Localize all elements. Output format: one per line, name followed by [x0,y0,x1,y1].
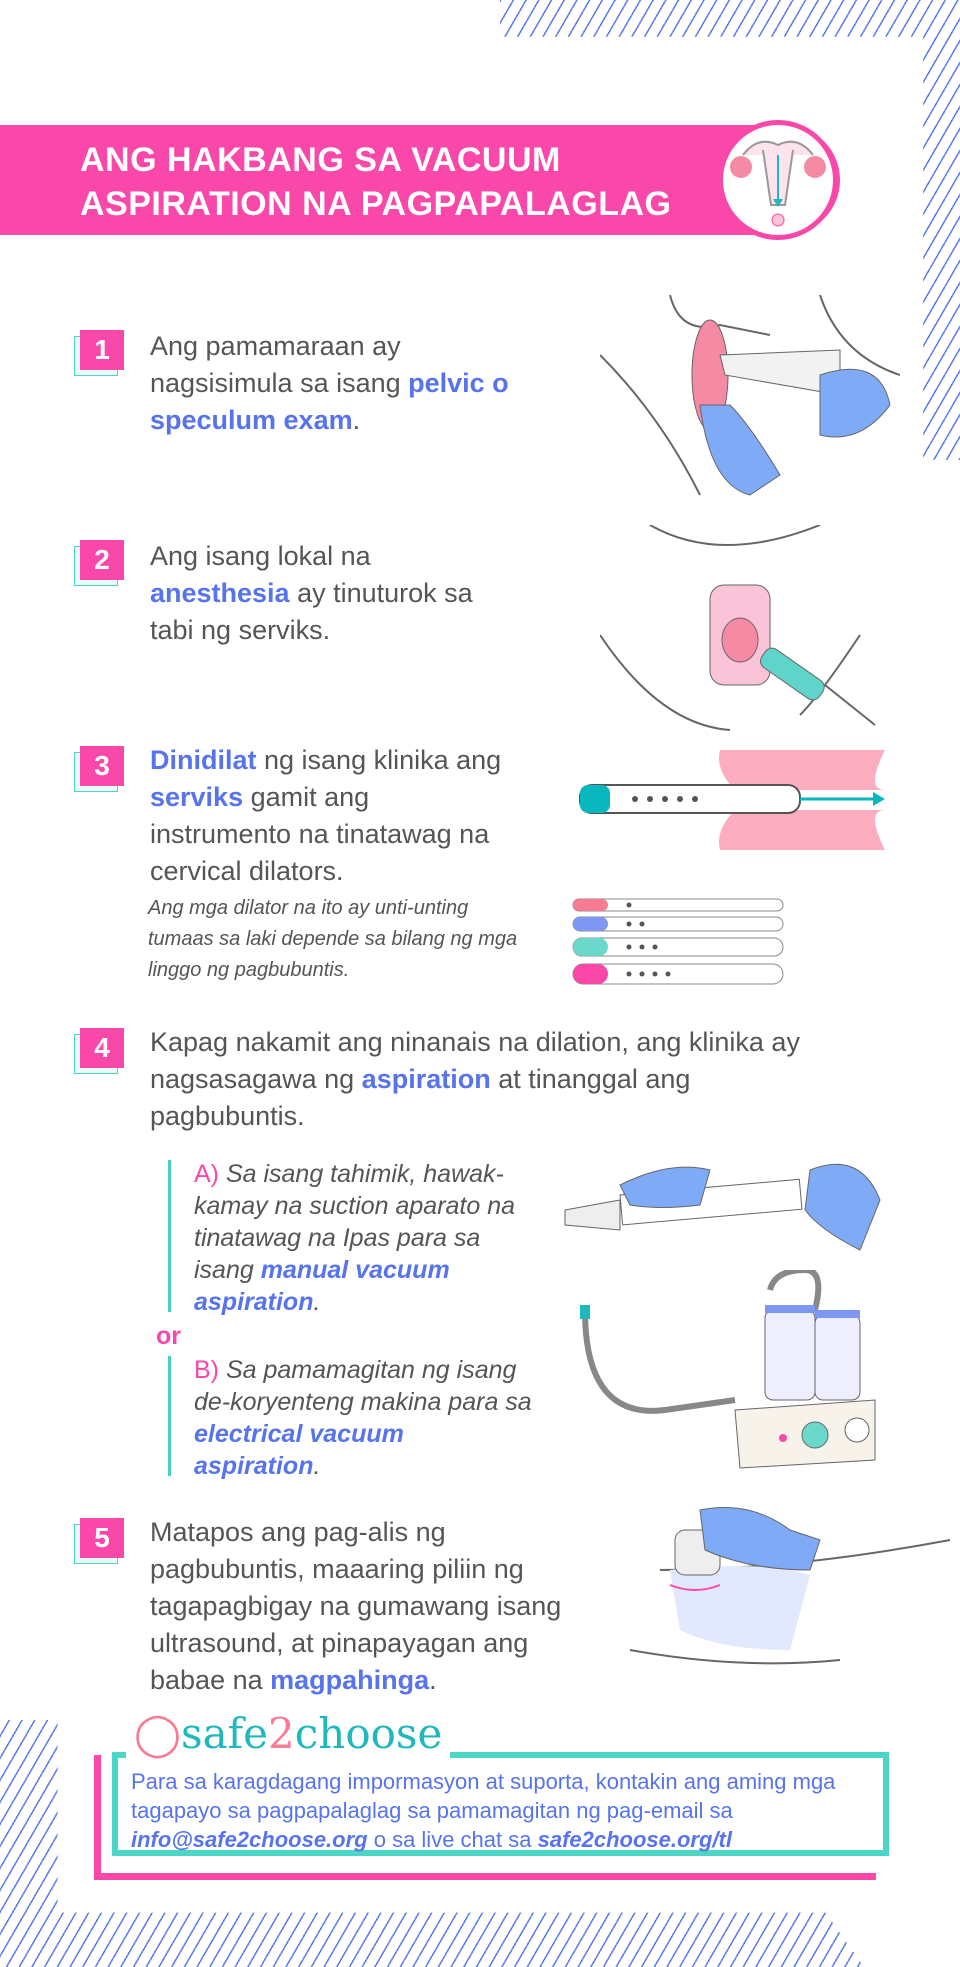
title-banner [0,125,840,235]
step-number-badge: 3 [80,746,124,786]
option-a-text: A) Sa isang tahimik, hawak-kamay na suct… [194,1160,516,1316]
contact-text: Para sa karagdagang impormasyon at supor… [131,1769,836,1852]
email-link[interactable]: info@safe2choose.org [131,1827,368,1852]
or-label: or [156,1322,181,1350]
step-5-text: Matapos ang pag-alis ng pagbubuntis, maa… [150,1517,562,1695]
step-number-badge: 2 [80,540,124,580]
option-divider [168,1356,171,1476]
step-number-badge: 4 [80,1028,124,1068]
speculum-exam-illustration [600,295,900,496]
step-4-text: Kapag nakamit ang ninanais na dilation, … [150,1027,800,1131]
anesthesia-illustration [600,525,876,731]
uterus-icon [718,120,838,240]
step-number-badge: 1 [80,330,124,370]
title-line: ANG HAKBANG SA VACUUM [80,141,561,179]
info-box-shadow [94,1755,876,1880]
step-number-badge: 5 [80,1518,124,1558]
safe2choose-logo: ◯safe2choose [126,1708,451,1760]
electric-aspirator-illustration [580,1270,876,1469]
step-3-text: Dinidilat ng isang klinika ang serviks g… [150,745,502,886]
dilator-sizes-illustration [572,898,784,985]
info-box [112,1752,889,1856]
dilator-note: Ang mga dilator na ito ay unti-unting tu… [148,897,518,981]
website-link[interactable]: safe2choose.org/tl [537,1827,732,1852]
page-title: ANG HAKBANG SA VACUUM ASPIRATION NA PAGP… [80,138,672,226]
ultrasound-illustration [629,1507,951,1665]
logo-bubble-icon: ◯ [134,1709,182,1758]
option-b-text: B) Sa pamamagitan ng isang de-koryenteng… [194,1356,532,1480]
title-line: ASPIRATION NA PAGPAPALAGLAG [80,185,672,223]
option-divider [168,1160,171,1312]
manual-aspirator-illustration [564,1163,881,1251]
step-1-text: Ang pamamaraan ay nagsisimula sa isang p… [150,331,509,435]
dilator-illustration [579,750,885,850]
step-2-text: Ang isang lokal na anesthesia ay tinutur… [150,541,473,645]
